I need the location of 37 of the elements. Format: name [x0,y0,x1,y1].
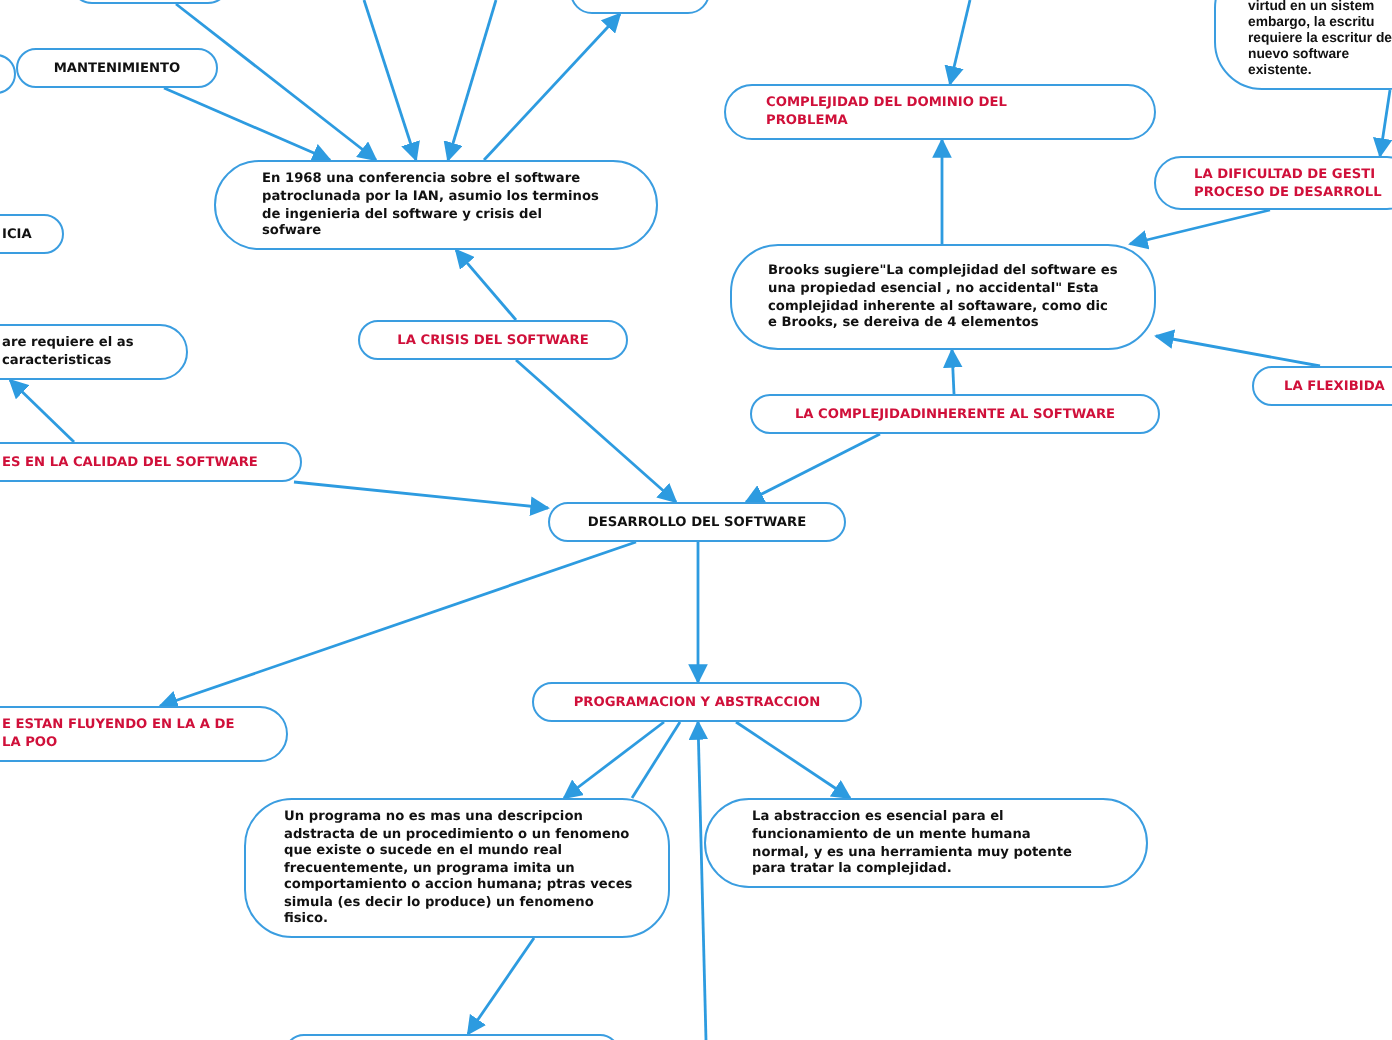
arrow [163,86,332,162]
arrow [688,542,708,684]
arrow [932,138,952,244]
arrow [8,378,75,443]
arrow [482,12,622,161]
arrow [944,0,972,86]
arrow [735,720,852,800]
arrow [1372,89,1392,158]
topic-bubble [548,502,846,542]
arrow [454,248,518,321]
topic-bubble [16,48,218,88]
topic-bubble [358,320,628,360]
topic-bubble [1252,366,1392,406]
topic-bubble [1154,156,1392,210]
arrow [562,720,665,800]
arrow [175,2,378,162]
arrow [688,720,709,1040]
arrow [744,432,881,504]
topic-bubble [0,442,302,482]
arrow [443,0,498,162]
arrow [1128,208,1271,250]
arrow [362,0,420,162]
topic-bubble [724,84,1156,140]
topic-bubble [704,798,1148,888]
arrow [158,540,637,710]
arrow [515,358,678,504]
topic-bubble [0,324,188,380]
topic-bubble [532,682,862,722]
arrow [943,348,963,395]
topic-bubble [0,706,288,762]
topic-bubble [244,798,670,938]
arrow [293,480,550,516]
topic-bubble [730,244,1156,350]
arrow [466,937,536,1036]
topic-bubble [214,160,658,250]
arrow [1154,329,1321,368]
topic-bubble [750,394,1160,434]
